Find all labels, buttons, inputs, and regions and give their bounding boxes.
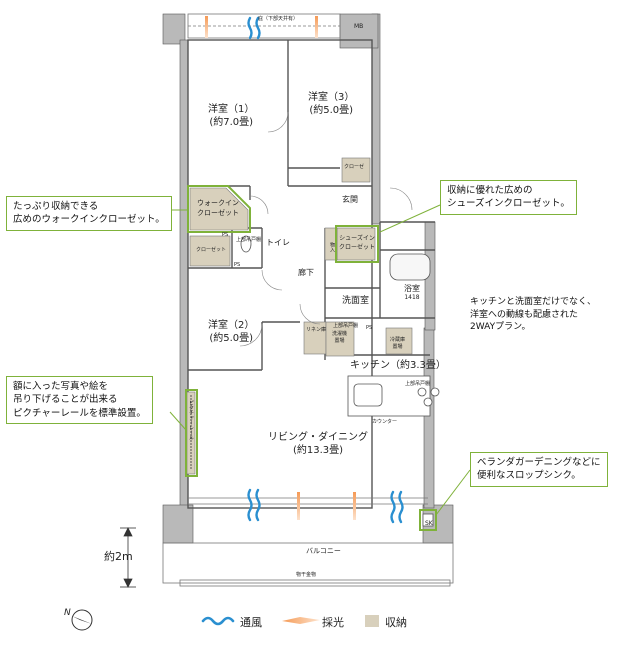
top-eaves-line — [187, 13, 341, 39]
kitchen-fixtures — [347, 375, 440, 417]
daylight-markers — [205, 16, 356, 520]
room-kitchen: キッチン（約3.3畳） — [350, 360, 446, 371]
callout-two-way-plan: キッチンと洗面室だけでなく、 洋室への動線も配慮された 2WAYプラン。 — [470, 296, 597, 334]
room-western-2-name: 洋室（2） — [208, 320, 255, 331]
room-balcony: バルコニー — [306, 547, 341, 555]
linen-label: リネン庫 — [306, 327, 327, 333]
callout-leaders — [169, 204, 471, 516]
walk-in-closet-label: ウォークイン クローゼット — [197, 199, 239, 217]
dimension-marker — [120, 527, 136, 588]
room-bath-name: 浴室 — [404, 284, 420, 293]
shoes-in-closet-label: シューズイン クローゼット — [339, 235, 376, 251]
ps-label-3: PS — [366, 325, 373, 331]
room-living-name: リビング・ダイニング — [268, 432, 368, 443]
ps-label-2: PS — [234, 262, 241, 268]
room-living-size: (約13.3畳) — [292, 444, 344, 456]
bottom-eaves-label: 物干金物 — [296, 572, 317, 578]
washroom-top-shelf-label: 上部吊戸棚 — [333, 323, 359, 329]
compass-label: N — [64, 608, 71, 618]
legend-swatches — [201, 615, 379, 627]
callout-slop-sink: ベランダガーデニングなどに 便利なスロップシンク。 — [470, 452, 608, 487]
room-living: リビング・ダイニング (約13.3畳) — [268, 432, 368, 457]
room-entrance: 玄関 — [342, 195, 358, 204]
sk-label: SK — [425, 520, 433, 527]
picture-rail-label: ピクチャーレール — [188, 400, 194, 440]
closet-label-wc: クローゼット — [196, 247, 227, 253]
outer-walls — [162, 13, 454, 544]
legend-ventilation: 通風 — [240, 614, 262, 630]
room-western-3-name: 洋室（3） — [308, 92, 355, 103]
room-western-1: 洋室（1） (約7.0畳) — [208, 104, 254, 129]
counter-label: カウンター — [372, 419, 398, 425]
room-western-3: 洋室（3） (約5.0畳) — [308, 92, 354, 117]
door-swings — [239, 111, 413, 347]
legend-daylight: 採光 — [322, 614, 344, 630]
compass-icon — [71, 609, 93, 631]
legend-storage-label: 収納 — [385, 616, 407, 629]
callout-picture-rail: 額に入った写真や絵を 吊り下げることが出来る ピクチャーレールを標準設置。 — [6, 376, 153, 424]
legend-ventilation-label: 通風 — [240, 616, 262, 629]
room-western-1-name: 洋室（1） — [208, 104, 255, 115]
highlight-boxes — [185, 185, 437, 531]
legend-daylight-label: 採光 — [322, 616, 344, 629]
room-bath-size: 1418 — [404, 294, 420, 301]
bathtub — [389, 253, 431, 281]
toilet-fixture — [240, 235, 252, 253]
room-bath: 浴室 1418 — [404, 284, 420, 302]
washer-label: 洗濯機 置場 — [332, 331, 348, 344]
balcony-outline — [162, 497, 454, 587]
callout-shoes-closet: 収納に優れた広めの シューズインクローゼット。 — [440, 180, 577, 215]
storage-label: 物入 — [329, 242, 335, 252]
slop-sink — [422, 513, 434, 527]
toilet-top-shelf-label: 上部吊戸棚 — [236, 237, 262, 243]
room-washroom: 洗面室 — [342, 296, 370, 306]
legend-storage: 収納 — [385, 614, 407, 630]
mb-label: MB — [354, 23, 364, 30]
closet-label-w3: クローゼ — [344, 164, 365, 170]
room-toilet: トイレ — [266, 238, 290, 247]
room-western-3-size: (約5.0畳) — [309, 104, 354, 116]
top-eaves-label: 庇（下部天井有） — [258, 16, 299, 22]
fridge-label: 冷蔵庫 置場 — [390, 337, 406, 350]
room-western-1-size: (約7.0畳) — [209, 116, 254, 128]
room-western-2-size: (約5.0畳) — [209, 332, 254, 344]
kitchen-top-shelf-label: 上部吊戸棚 — [405, 381, 431, 387]
callout-walk-in-closet: たっぷり収納できる 広めのウォークインクローゼット。 — [6, 196, 172, 231]
room-western-2: 洋室（2） (約5.0畳) — [208, 320, 254, 345]
dimension-label: 約2m — [104, 550, 133, 563]
room-hallway: 廊下 — [298, 268, 314, 277]
ventilation-arrows — [247, 16, 404, 524]
ps-label-1: PS — [222, 232, 229, 238]
